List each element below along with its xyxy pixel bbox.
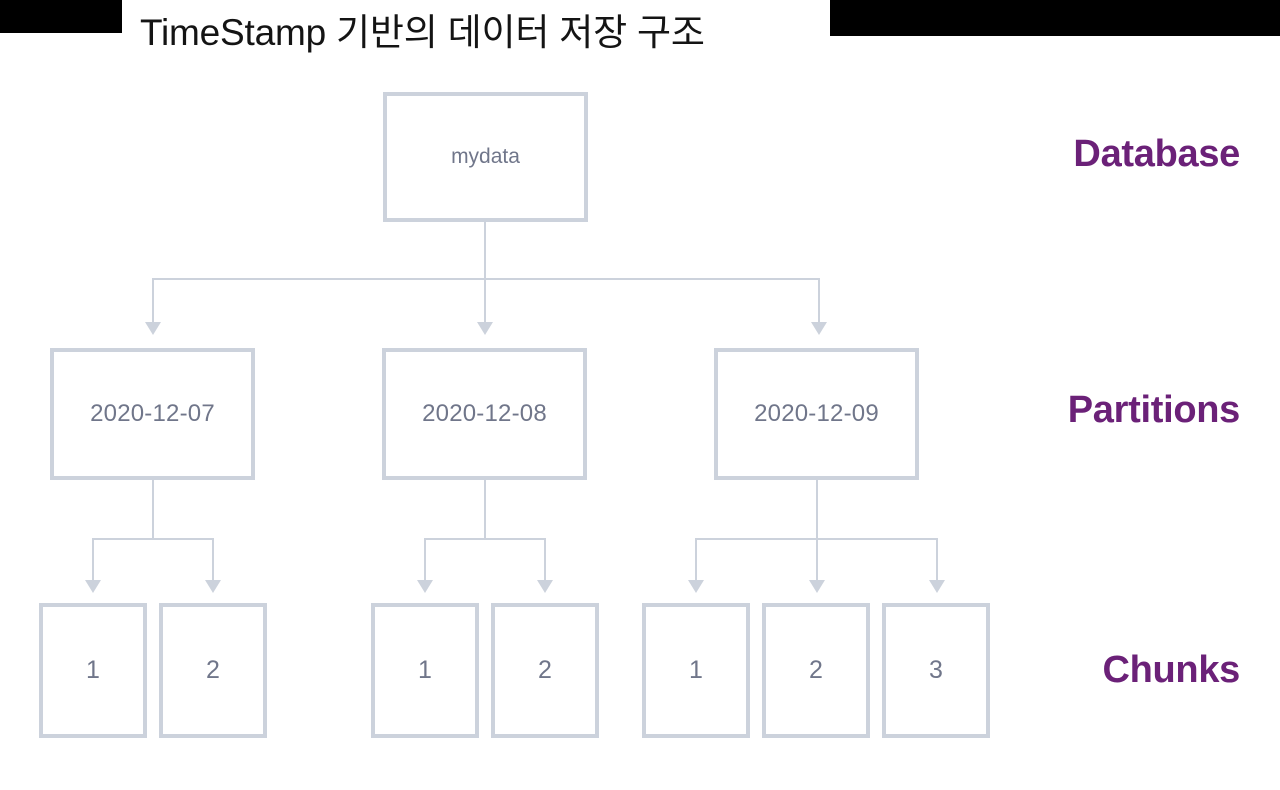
arrow-down-icon: [417, 580, 433, 593]
partition-node-2[interactable]: 2020-12-08: [382, 348, 587, 480]
connector-db-drop-3: [818, 278, 820, 326]
database-node-label: mydata: [451, 145, 520, 168]
connector-p1-stem: [152, 480, 154, 539]
partition-node-1-label: 2020-12-07: [90, 400, 215, 427]
chunk-node-p2-c2-label: 2: [538, 656, 552, 684]
connector-p2-drop-2: [544, 538, 546, 583]
chunk-node-p3-c2[interactable]: 2: [762, 603, 870, 738]
database-node[interactable]: mydata: [383, 92, 588, 222]
legend-label-partitions: Partitions: [1067, 389, 1241, 431]
chunk-node-p2-c1[interactable]: 1: [371, 603, 479, 738]
connector-db-drop-2: [484, 278, 486, 326]
connector-p3-stem: [816, 480, 818, 539]
partition-node-3-label: 2020-12-09: [754, 400, 879, 427]
chunk-node-p3-c2-label: 2: [809, 656, 823, 684]
arrow-down-icon: [85, 580, 101, 593]
chunk-node-p1-c1-label: 1: [86, 656, 100, 684]
partition-node-2-label: 2020-12-08: [422, 400, 547, 427]
connector-p2-bus: [424, 538, 546, 540]
page-title: TimeStamp 기반의 데이터 저장 구조: [140, 12, 705, 53]
chunk-node-p1-c1[interactable]: 1: [39, 603, 147, 738]
arrow-down-icon: [809, 580, 825, 593]
arrow-down-icon: [688, 580, 704, 593]
arrow-down-icon: [537, 580, 553, 593]
connector-p1-drop-1: [92, 538, 94, 583]
legend-label-chunks: Chunks: [1102, 649, 1240, 691]
partition-node-1[interactable]: 2020-12-07: [50, 348, 255, 480]
connector-db-drop-1: [152, 278, 154, 326]
top-bar-right-black: [830, 0, 1280, 36]
connector-db-stem: [484, 222, 486, 279]
chunk-node-p3-c1[interactable]: 1: [642, 603, 750, 738]
chunk-node-p1-c2-label: 2: [206, 656, 220, 684]
chunk-node-p1-c2[interactable]: 2: [159, 603, 267, 738]
connector-p3-drop-3: [936, 538, 938, 583]
arrow-down-icon: [205, 580, 221, 593]
connector-p1-bus: [92, 538, 214, 540]
title-band: [122, 0, 830, 62]
arrow-down-icon: [811, 322, 827, 335]
connector-p3-drop-1: [695, 538, 697, 583]
top-bar-left-black: [0, 0, 122, 33]
chunk-node-p2-c2[interactable]: 2: [491, 603, 599, 738]
connector-p1-drop-2: [212, 538, 214, 583]
arrow-down-icon: [477, 322, 493, 335]
connector-p3-drop-2: [816, 538, 818, 583]
arrow-down-icon: [145, 322, 161, 335]
chunk-node-p3-c1-label: 1: [689, 656, 703, 684]
connector-p2-drop-1: [424, 538, 426, 583]
chunk-node-p3-c3-label: 3: [929, 656, 943, 684]
arrow-down-icon: [929, 580, 945, 593]
partition-node-3[interactable]: 2020-12-09: [714, 348, 919, 480]
chunk-node-p2-c1-label: 1: [418, 656, 432, 684]
legend-label-database: Database: [1073, 133, 1240, 175]
chunk-node-p3-c3[interactable]: 3: [882, 603, 990, 738]
connector-p2-stem: [484, 480, 486, 539]
